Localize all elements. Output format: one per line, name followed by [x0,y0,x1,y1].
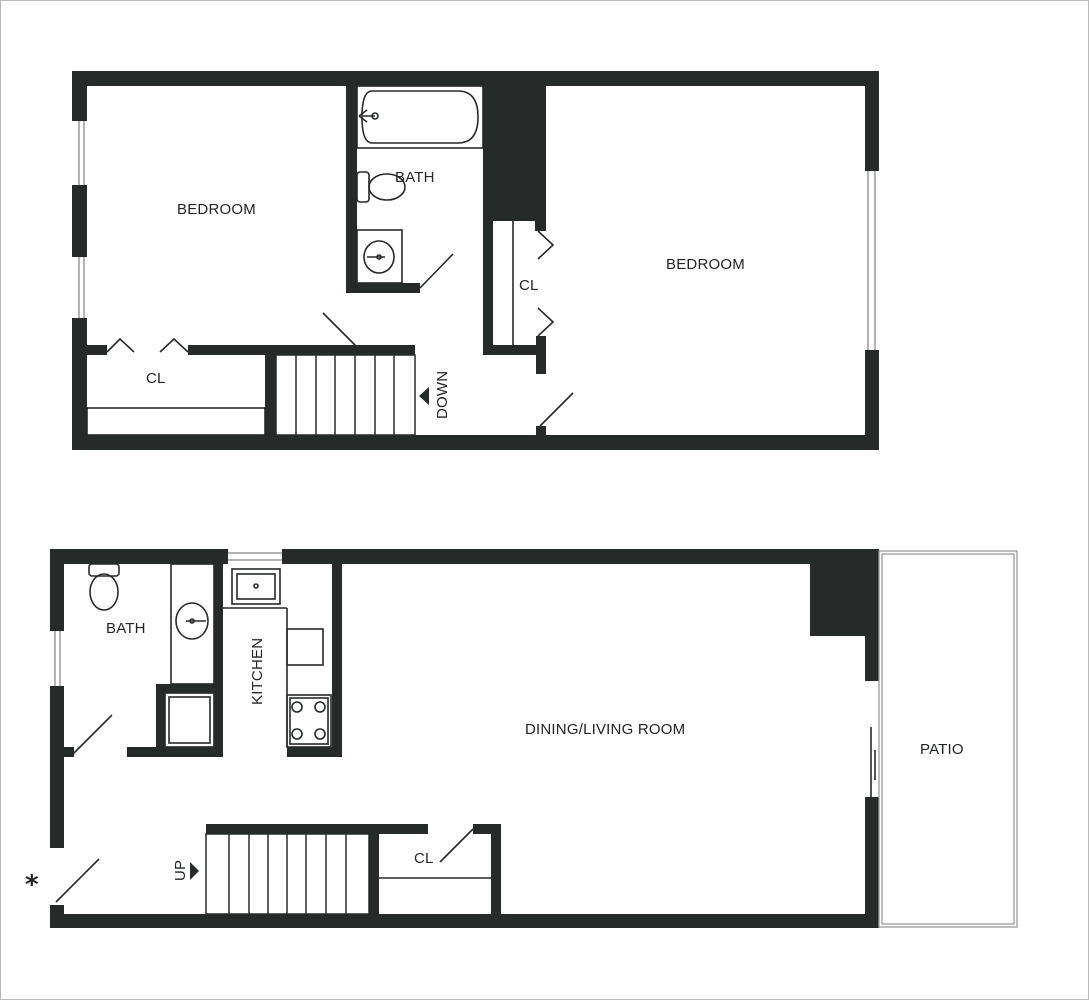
kitchen-label: KITCHEN [249,638,266,705]
patio [878,550,1018,928]
dining-living-label: DINING/LIVING ROOM [525,721,685,738]
stairs-up-label: UP [172,860,189,881]
upper-stairs [275,354,416,436]
door-icon [106,337,135,353]
door-icon [419,253,454,289]
lower-fixtures [55,563,876,903]
lower-bath-label: BATH [106,620,146,637]
stove-icon [286,694,332,748]
closet-left-label: CL [146,370,166,387]
upper-labels: BEDROOM BATH CL CL BEDROOM DOWN [146,169,745,419]
refrigerator-icon [286,628,324,666]
bedroom-right-label: BEDROOM [666,256,745,273]
upper-bath-label: BATH [395,169,435,186]
toilet-icon [88,563,120,611]
upper-floor: BEDROOM BATH CL CL BEDROOM DOWN [72,71,879,450]
door-icon [71,714,113,756]
closet-center-label: CL [519,277,539,294]
patio-label: PATIO [920,741,964,758]
door-icon [322,312,357,347]
kitchen-sink-icon [231,568,281,605]
lower-windows [54,552,282,686]
stairs-up-arrow-icon [190,862,199,880]
sink-icon [356,229,403,284]
stairs-down-label: DOWN [434,371,451,419]
lower-floor: BATH KITCHEN DINING/LIVING ROOM PATIO CL… [25,549,1018,928]
door-icon [539,392,574,427]
bathtub-icon [361,90,479,144]
entry-marker: * [25,870,39,900]
stairs-down-arrow-icon [419,387,429,405]
door-icon [537,307,555,337]
door-icon [439,828,474,863]
toilet-icon [356,171,406,203]
lower-stairs [205,833,370,915]
bedroom-left-label: BEDROOM [177,201,256,218]
lower-closet-label: CL [414,850,434,867]
door-icon [159,337,189,353]
lower-walls [50,549,879,928]
entry-door-icon [55,858,100,903]
upper-fixtures [86,85,574,436]
door-icon [537,230,555,260]
lower-labels: BATH KITCHEN DINING/LIVING ROOM PATIO CL… [25,620,964,900]
sink-icon [175,602,209,640]
upper-windows [78,121,876,350]
upper-walls [72,71,879,450]
